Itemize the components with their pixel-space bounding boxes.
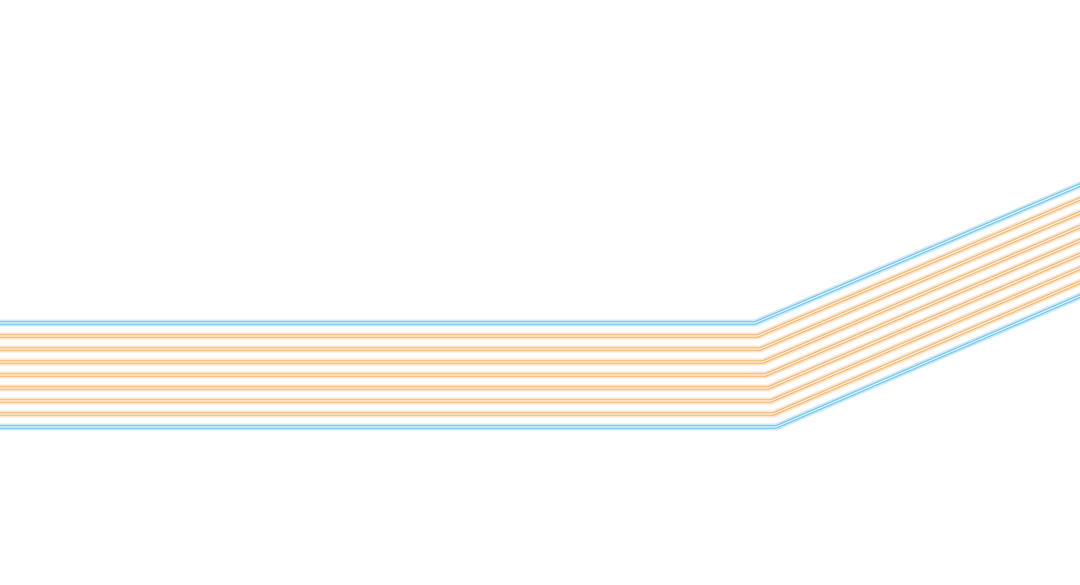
inner-line-core bbox=[0, 239, 1080, 376]
band-lines bbox=[0, 181, 1080, 431]
inner-line-core bbox=[0, 267, 1080, 402]
inner-line-core bbox=[0, 198, 1080, 337]
inner-line-core bbox=[0, 253, 1080, 389]
inner-line-core bbox=[0, 226, 1080, 363]
inner-line-core bbox=[0, 281, 1080, 415]
inner-line-core bbox=[0, 212, 1080, 350]
outer-line-core bbox=[0, 184, 1080, 324]
outer-line-core bbox=[0, 295, 1080, 428]
